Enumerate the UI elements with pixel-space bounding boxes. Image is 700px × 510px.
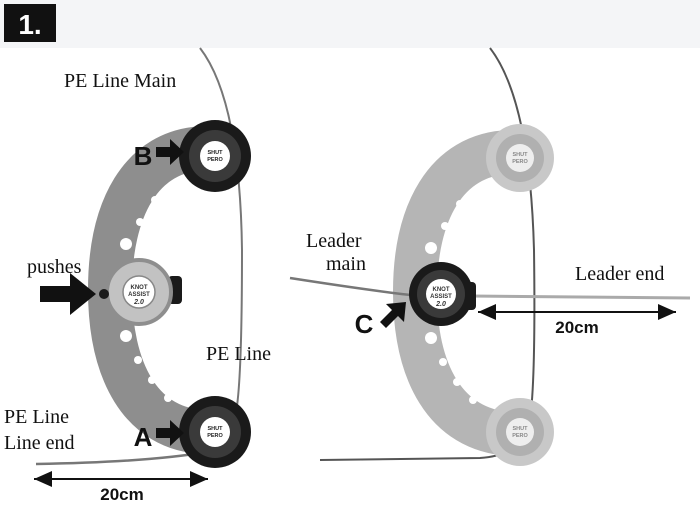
- step-number: 1.: [18, 9, 41, 40]
- label-pe-line: PE Line: [206, 343, 271, 365]
- label-pe-line-end-2: Line end: [4, 432, 75, 454]
- svg-text:C: C: [355, 309, 374, 339]
- label-pe-line-main: PE Line Main: [64, 70, 176, 92]
- measure-left: 20cm: [34, 471, 208, 504]
- measure-right: 20cm: [478, 304, 676, 337]
- arrow-a: A: [134, 420, 184, 452]
- svg-text:SHUT: SHUT: [208, 150, 224, 156]
- svg-text:ASSIST: ASSIST: [430, 294, 452, 300]
- spool-b: SHUT PERO: [179, 120, 251, 192]
- arrow-c: C: [355, 302, 406, 339]
- knot-assist-center-left: KNOT ASSIST 2.0: [99, 258, 182, 326]
- svg-text:2.0: 2.0: [435, 301, 446, 308]
- svg-text:ASSIST: ASSIST: [128, 292, 150, 298]
- svg-text:PERO: PERO: [207, 157, 223, 163]
- label-leader-main-2: main: [326, 253, 366, 275]
- label-leader-end: Leader end: [575, 263, 664, 285]
- svg-text:20cm: 20cm: [100, 485, 143, 504]
- svg-text:PERO: PERO: [207, 433, 223, 439]
- svg-text:A: A: [134, 422, 153, 452]
- label-leader-main-1: Leader: [306, 230, 362, 252]
- svg-text:KNOT: KNOT: [131, 285, 148, 291]
- svg-text:2.0: 2.0: [133, 299, 144, 306]
- knot-assist-center-right: KNOT ASSIST 2.0: [409, 262, 476, 326]
- spool-a: SHUT PERO: [179, 396, 251, 468]
- step-badge: 1.: [4, 4, 56, 42]
- pushes-arrow: [40, 273, 96, 315]
- svg-text:PERO: PERO: [512, 433, 528, 439]
- svg-text:20cm: 20cm: [555, 318, 598, 337]
- leader-end-line: [469, 294, 691, 300]
- svg-text:SHUT: SHUT: [513, 152, 529, 158]
- svg-text:B: B: [134, 141, 153, 171]
- label-pe-line-end-1: PE Line: [4, 406, 69, 428]
- svg-text:KNOT: KNOT: [433, 287, 450, 293]
- header-band: [0, 0, 700, 48]
- arrow-b: B: [134, 139, 184, 171]
- svg-text:PERO: PERO: [512, 159, 528, 165]
- label-pushes: pushes: [27, 256, 82, 278]
- svg-text:SHUT: SHUT: [208, 426, 224, 432]
- svg-text:SHUT: SHUT: [513, 426, 529, 432]
- right-panel: SHUT PERO SHUT PERO KNOT ASSIST 2.0 C L: [289, 47, 691, 466]
- left-panel: KNOT ASSIST 2.0 SHUT PERO SHUT PERO B: [4, 47, 271, 504]
